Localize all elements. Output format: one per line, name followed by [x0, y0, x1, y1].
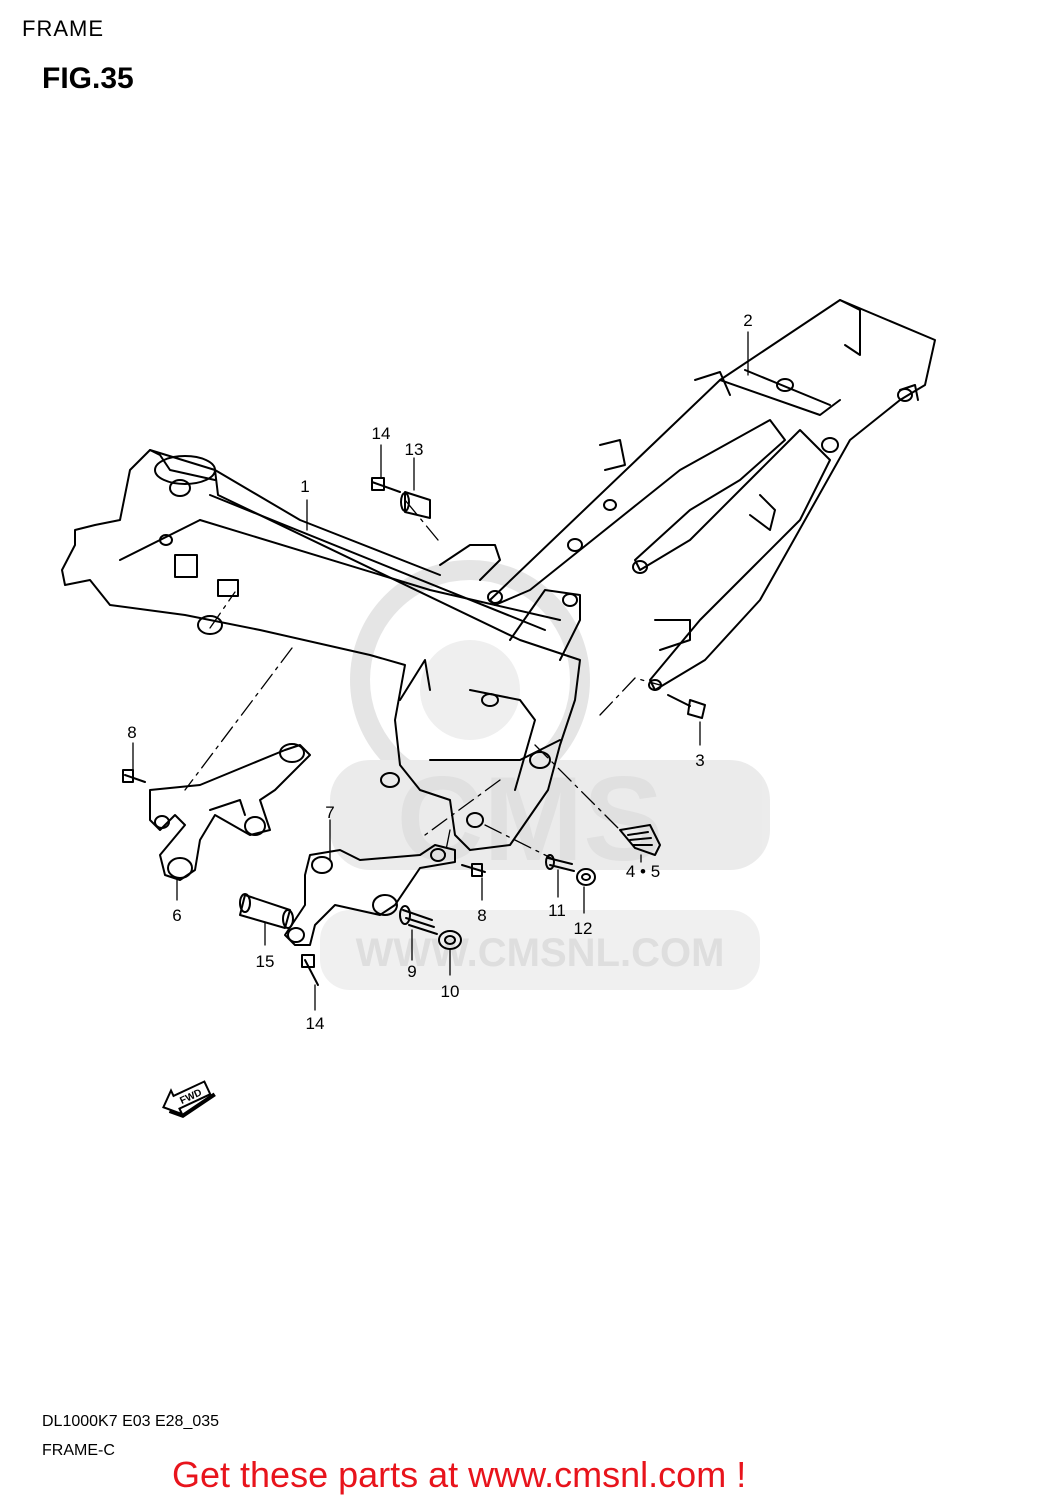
callout-7: 7 [325, 803, 334, 822]
bolt-part-14b[interactable] [301, 954, 319, 986]
footrest-bracket-part[interactable] [149, 743, 311, 881]
callout-14a: 14 [372, 424, 391, 443]
nut-part-10[interactable] [438, 930, 462, 950]
bolt-part-8b[interactable] [461, 863, 486, 877]
spacer-part-15[interactable] [239, 893, 294, 929]
section-title: FRAME [22, 16, 104, 41]
cmsnl-watermark: CMS WWW.CMSNL.COM [320, 560, 770, 990]
callout-8a: 8 [127, 723, 136, 742]
figure-number: FIG.35 [42, 62, 134, 95]
callout-2: 2 [743, 311, 752, 330]
bolt-part-14a[interactable] [371, 477, 401, 493]
callout-4-5: 4 • 5 [626, 862, 660, 881]
bolt-part-8a[interactable] [122, 769, 146, 783]
spring-part-9[interactable] [399, 905, 438, 935]
callout-9: 9 [407, 962, 416, 981]
diagram-subtitle: FRAME-C [42, 1442, 115, 1459]
callout-12: 12 [574, 919, 593, 938]
leader-lines [184, 499, 661, 861]
callout-14b: 14 [306, 1014, 325, 1033]
spring-part-11[interactable] [545, 854, 575, 872]
forward-arrow-icon: FWD [162, 1080, 216, 1119]
callout-10: 10 [441, 982, 460, 1001]
nut-part-12[interactable] [576, 868, 596, 886]
callout-13: 13 [405, 440, 424, 459]
seat-rail-part[interactable] [487, 299, 936, 691]
callout-6: 6 [172, 906, 181, 925]
callout-3: 3 [695, 751, 704, 770]
bolt-part-3[interactable] [667, 694, 706, 719]
callout-8b: 8 [477, 906, 486, 925]
watermark-url: WWW.CMSNL.COM [356, 931, 725, 975]
callout-1: 1 [300, 477, 309, 496]
diagram-code: DL1000K7 E03 E28_035 [42, 1413, 220, 1430]
heel-guard-part[interactable] [619, 824, 661, 856]
promo-link[interactable]: Get these parts at www.cmsnl.com ! [172, 1454, 747, 1495]
callout-15: 15 [256, 952, 275, 971]
collar-part-13[interactable] [400, 491, 431, 519]
callout-11: 11 [548, 901, 566, 920]
main-frame-part[interactable] [61, 449, 581, 851]
